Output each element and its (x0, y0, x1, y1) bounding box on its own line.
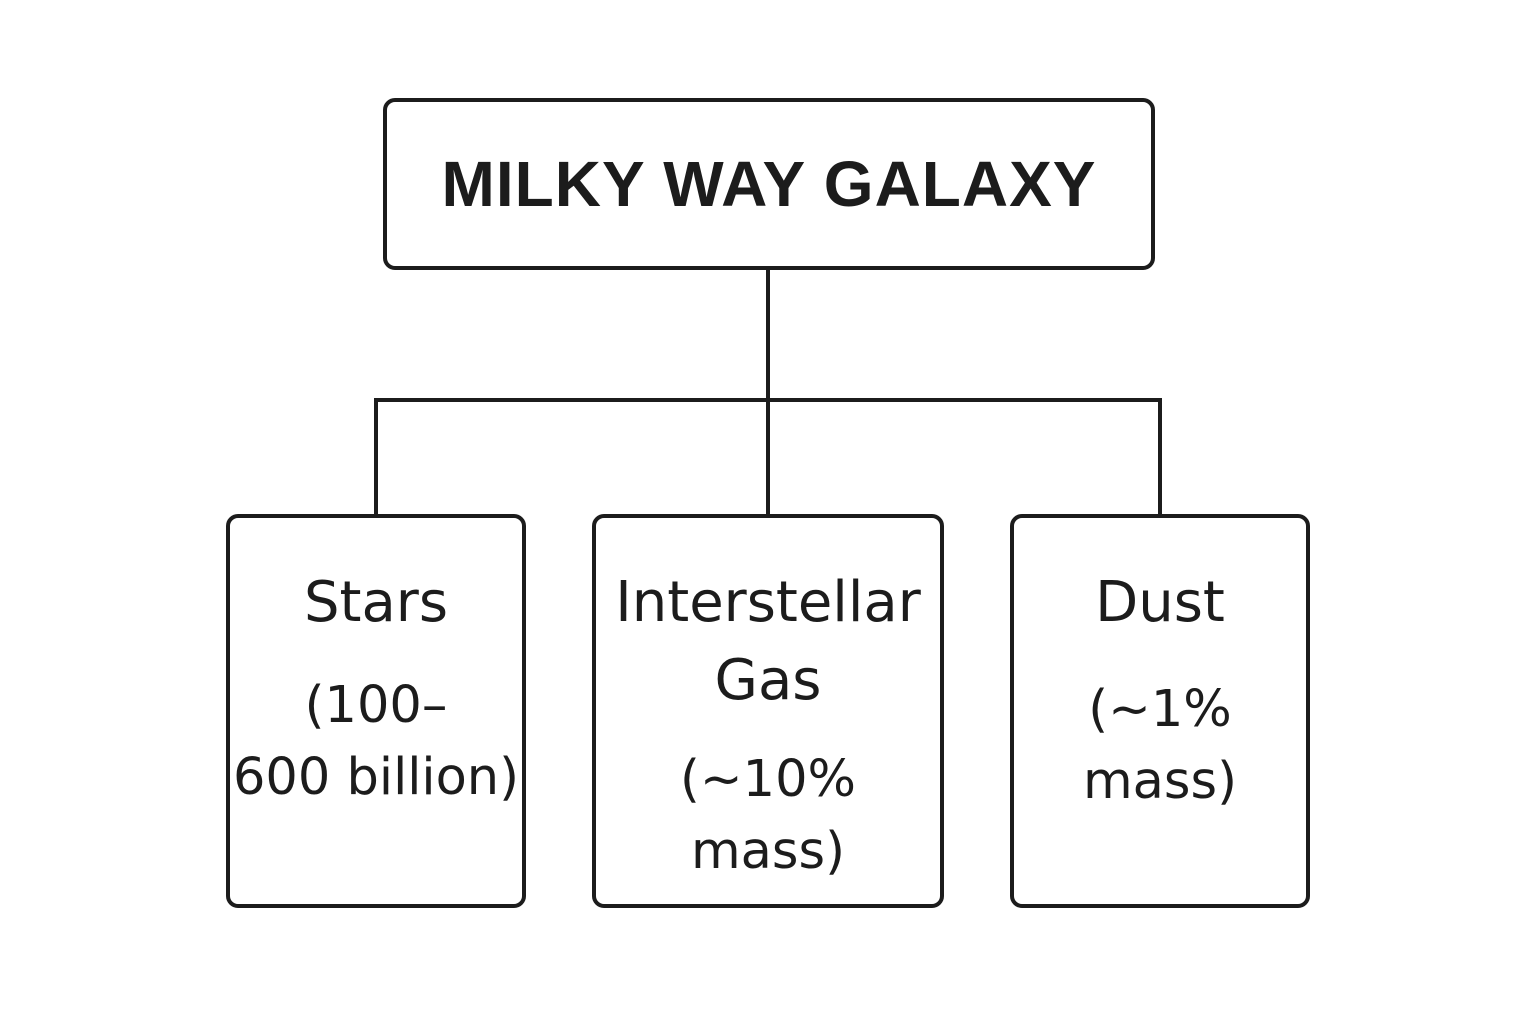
dust-detail: (~1% mass) (1083, 680, 1237, 811)
stars-title: Stars (303, 570, 449, 635)
child-node-stars: Stars (100– 600 billion) (226, 514, 526, 908)
dust-title: Dust (1095, 570, 1225, 635)
root-node: MILKY WAY GALAXY (383, 98, 1155, 270)
interstellar-gas-detail: (~10% mass) (680, 750, 856, 881)
child-node-interstellar-gas: Interstellar Gas (~10% mass) (592, 514, 944, 908)
interstellar-gas-title: Interstellar Gas (615, 570, 921, 713)
child-node-dust: Dust (~1% mass) (1010, 514, 1310, 908)
stars-detail: (100– 600 billion) (232, 676, 520, 807)
root-title: MILKY WAY GALAXY (441, 148, 1097, 220)
